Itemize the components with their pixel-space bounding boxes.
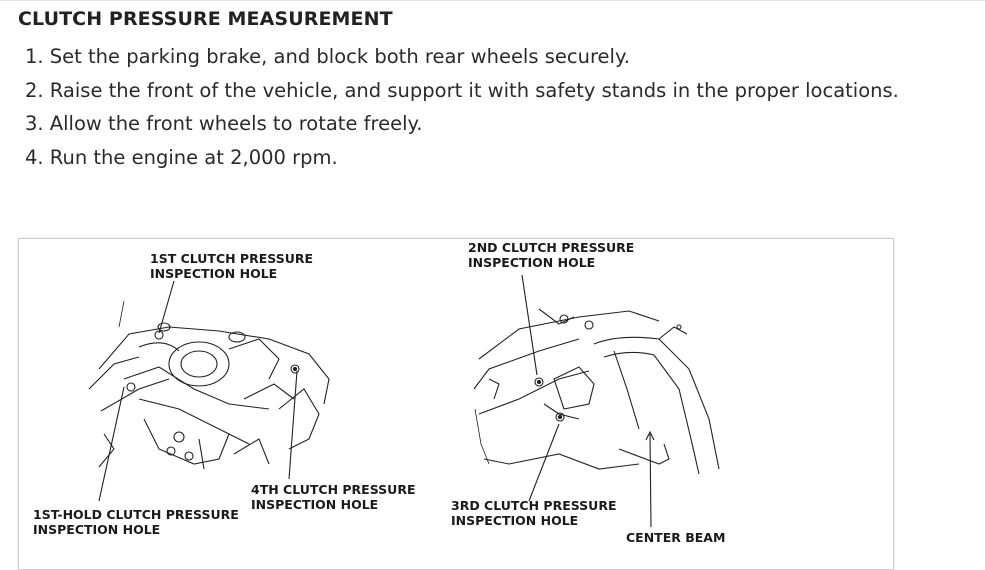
first-hold-clutch-label-line1: 1ST-HOLD CLUTCH PRESSURE: [33, 507, 239, 522]
third-clutch-label: 3RD CLUTCH PRESSURE INSPECTION HOLE: [451, 498, 617, 528]
transmission-line-drawing: [88, 274, 720, 528]
step-item: 2. Raise the front of the vehicle, and s…: [25, 78, 899, 102]
top-divider: [0, 0, 985, 1]
first-hold-clutch-label-line2: INSPECTION HOLE: [33, 522, 161, 537]
second-clutch-label-line2: INSPECTION HOLE: [468, 255, 596, 270]
third-clutch-label-line2: INSPECTION HOLE: [451, 513, 579, 528]
fourth-clutch-label: 4TH CLUTCH PRESSURE INSPECTION HOLE: [251, 482, 415, 512]
first-clutch-label-line2: INSPECTION HOLE: [150, 266, 278, 281]
second-clutch-label: 2ND CLUTCH PRESSURE INSPECTION HOLE: [468, 240, 634, 270]
fourth-clutch-label-line1: 4TH CLUTCH PRESSURE: [251, 482, 416, 497]
left-transmission-illustration: [88, 280, 330, 502]
step-item: 4. Run the engine at 2,000 rpm.: [25, 145, 338, 169]
first-clutch-label-line1: 1ST CLUTCH PRESSURE: [150, 251, 314, 266]
first-clutch-label: 1ST CLUTCH PRESSURE INSPECTION HOLE: [150, 251, 313, 281]
second-clutch-label-line1: 2ND CLUTCH PRESSURE: [468, 240, 635, 255]
right-transmission-illustration: [473, 274, 720, 528]
fourth-clutch-label-line2: INSPECTION HOLE: [251, 497, 379, 512]
first-hold-clutch-label: 1ST-HOLD CLUTCH PRESSURE INSPECTION HOLE: [33, 507, 239, 537]
third-clutch-label-line1: 3RD CLUTCH PRESSURE: [451, 498, 617, 513]
step-item: 3. Allow the front wheels to rotate free…: [25, 112, 423, 135]
section-title: CLUTCH PRESSURE MEASUREMENT: [18, 8, 393, 30]
center-beam-label: CENTER BEAM: [626, 530, 726, 545]
procedure-steps: 1. Set the parking brake, and block both…: [25, 40, 899, 174]
step-item: 1. Set the parking brake, and block both…: [25, 45, 630, 68]
clutch-pressure-diagram: 1ST CLUTCH PRESSURE INSPECTION HOLE 2ND …: [18, 238, 894, 570]
